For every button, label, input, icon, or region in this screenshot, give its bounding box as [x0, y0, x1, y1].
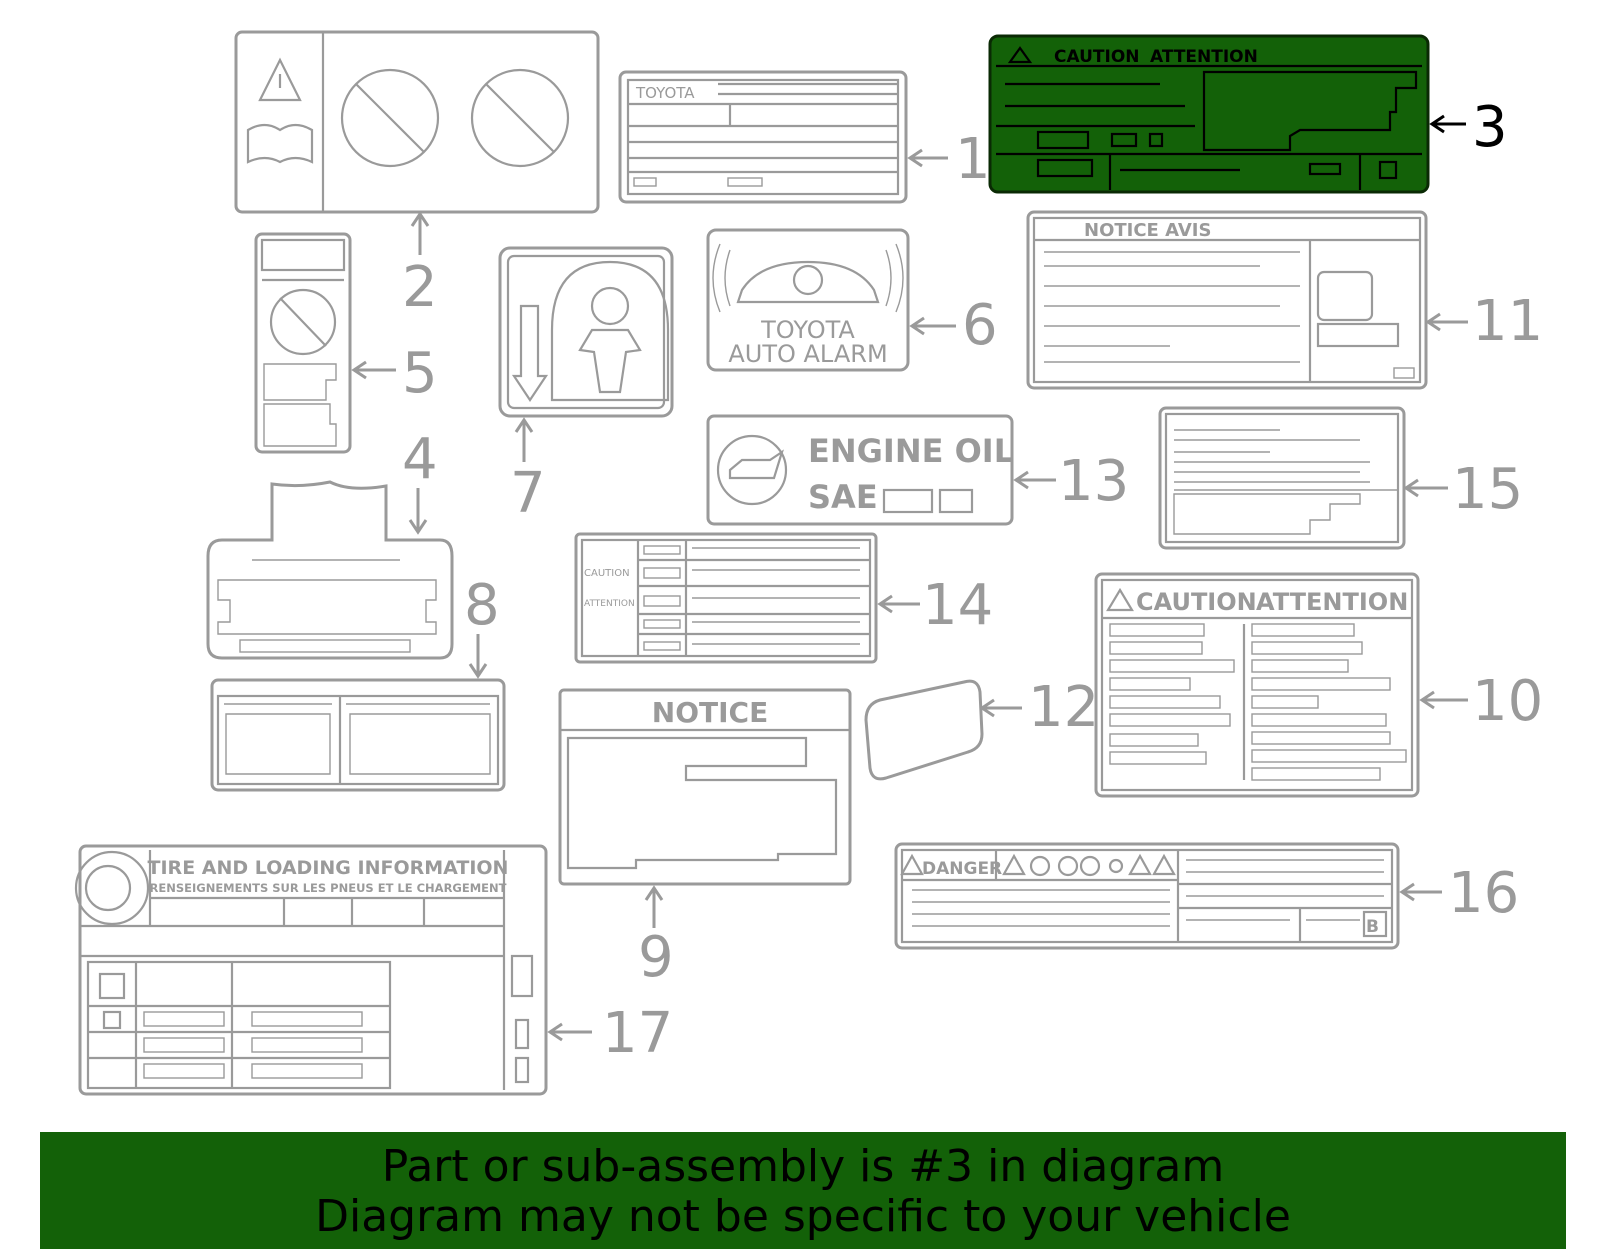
callout-number-11: 11: [1472, 289, 1543, 354]
callout-number-12: 12: [1028, 675, 1099, 740]
label-1-brand: TOYOTA: [635, 84, 695, 102]
label-4[interactable]: [206, 480, 454, 660]
child-figure-icon: [590, 286, 630, 326]
callout-number-8: 8: [464, 573, 500, 638]
label-9[interactable]: NOTICE: [558, 688, 852, 886]
callout-8: 8: [464, 573, 500, 679]
label-16[interactable]: DANGER B: [894, 842, 1400, 950]
label-17-subtitle: RENSEIGNEMENTS SUR LES PNEUS ET LE CHARG…: [150, 881, 507, 895]
label-6-line2: AUTO ALARM: [728, 340, 887, 368]
label-14[interactable]: CAUTION ATTENTION: [574, 532, 878, 664]
callout-number-15: 15: [1452, 457, 1523, 522]
warning-icon: [900, 853, 924, 876]
banner-line-2: Diagram may not be specific to your vehi…: [315, 1191, 1291, 1242]
label-2[interactable]: [234, 30, 600, 214]
callout-number-9: 9: [638, 925, 674, 990]
label-6-line1: TOYOTA: [760, 316, 855, 344]
callout-2: 2: [402, 211, 438, 320]
callout-5: 5: [351, 341, 438, 406]
callout-13: 13: [1013, 449, 1129, 514]
label-1[interactable]: TOYOTA: [618, 70, 908, 204]
callout-number-2: 2: [402, 255, 438, 320]
callout-3: 3: [1429, 95, 1508, 160]
label-14-caution: CAUTION: [584, 568, 630, 579]
no-child-seat-icon: [340, 68, 440, 168]
callout-number-1: 1: [955, 127, 991, 192]
callout-11: 11: [1425, 289, 1543, 354]
battery-icon: [1316, 270, 1374, 322]
no-rear-seat-icon: [470, 68, 570, 168]
callout-number-7: 7: [510, 461, 546, 526]
label-11[interactable]: NOTICE AVIS: [1026, 210, 1428, 390]
callout-12: 12: [979, 675, 1099, 740]
label-14-attention: ATTENTION: [584, 599, 635, 609]
label-11-title: NOTICE AVIS: [1084, 220, 1211, 241]
down-arrow-icon: [511, 304, 549, 402]
callout-number-6: 6: [962, 293, 998, 358]
callout-15: 15: [1403, 457, 1523, 522]
label-15[interactable]: [1158, 406, 1406, 550]
warning-icon: [1106, 587, 1134, 612]
label-10-caution: CAUTION: [1136, 588, 1257, 616]
label-13-line1: ENGINE OIL: [808, 432, 1014, 470]
callout-14: 14: [877, 573, 993, 638]
callout-17: 17: [547, 1001, 673, 1066]
callout-number-3: 3: [1472, 95, 1508, 160]
callout-number-16: 16: [1448, 861, 1519, 926]
info-banner: Part or sub-assembly is #3 in diagram Di…: [40, 1132, 1566, 1249]
parts-diagram: 2 TOYOTA 1 CAUTION ATTENTION: [74, 30, 1543, 1096]
label-6[interactable]: TOYOTA AUTO ALARM: [706, 228, 910, 372]
callout-number-4: 4: [402, 427, 438, 492]
callout-1: 1: [907, 127, 991, 192]
car-alarm-icon: [736, 260, 880, 304]
oil-can-icon: [716, 434, 788, 506]
label-10-attention: ATTENTION: [1256, 588, 1408, 616]
callout-16: 16: [1399, 861, 1519, 926]
manual-book-icon: [246, 123, 314, 164]
label-13[interactable]: ENGINE OIL SAE: [706, 414, 1014, 526]
no-child-seat-icon: [269, 288, 337, 356]
label-3-attention: ATTENTION: [1150, 47, 1258, 67]
label-8[interactable]: [210, 678, 506, 792]
label-10[interactable]: CAUTION ATTENTION: [1094, 572, 1420, 798]
callout-4: 4: [402, 427, 438, 535]
label-5[interactable]: [254, 232, 352, 454]
callout-number-14: 14: [922, 573, 993, 638]
label-7[interactable]: [498, 246, 674, 418]
banner-line-1: Part or sub-assembly is #3 in diagram: [381, 1141, 1225, 1192]
label-17[interactable]: TIRE AND LOADING INFORMATION RENSEIGNEME…: [74, 844, 548, 1096]
callout-10: 10: [1419, 669, 1543, 734]
callout-number-17: 17: [602, 1001, 673, 1066]
callout-9: 9: [638, 885, 674, 990]
callout-6: 6: [909, 293, 998, 358]
label-13-line2: SAE: [808, 478, 878, 516]
callout-number-10: 10: [1472, 669, 1543, 734]
label-17-title: TIRE AND LOADING INFORMATION: [148, 857, 509, 879]
label-16-b: B: [1366, 917, 1379, 937]
callout-number-13: 13: [1058, 449, 1129, 514]
callout-7: 7: [510, 417, 546, 526]
label-9-title: NOTICE: [652, 696, 768, 729]
warning-icon: [258, 57, 302, 102]
label-16-danger: DANGER: [922, 859, 1002, 879]
warning-icon: [1007, 46, 1033, 64]
label-3-caution: CAUTION: [1054, 47, 1140, 67]
callout-number-5: 5: [402, 341, 438, 406]
label-12[interactable]: [864, 679, 984, 781]
tire-icon: [74, 850, 150, 926]
label-3-highlighted[interactable]: CAUTION ATTENTION: [988, 34, 1430, 194]
